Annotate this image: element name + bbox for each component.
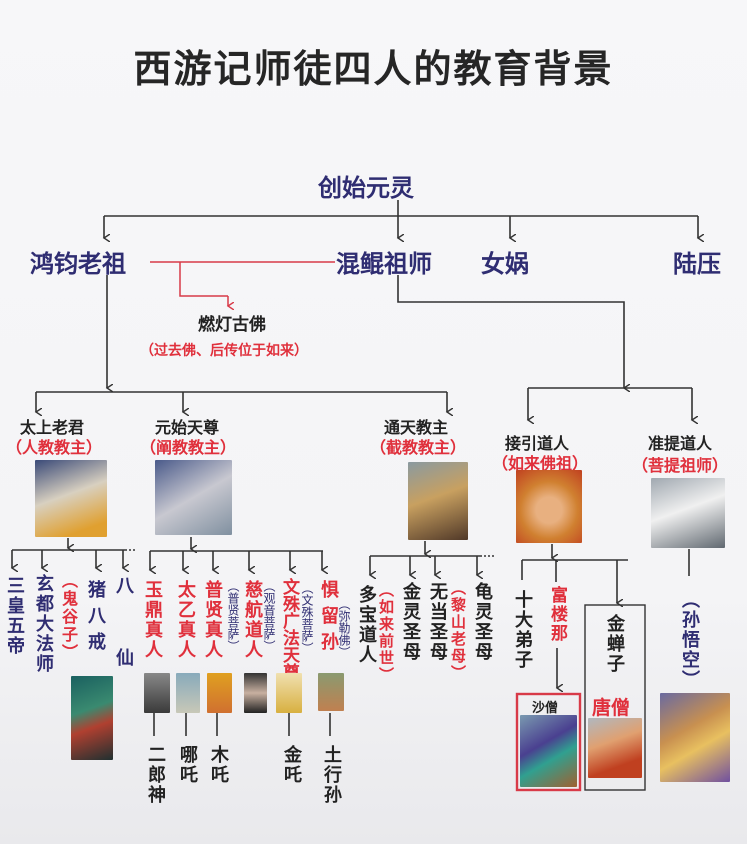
taishang-portrait xyxy=(35,460,107,537)
label-tangseng: 唐僧 xyxy=(592,697,631,719)
node-tongtian: 通天教主 xyxy=(384,418,449,437)
node-yuanshi: 元始天尊 xyxy=(155,418,220,437)
sunwukong-portrait xyxy=(660,693,730,782)
disciple-fulouna: 富楼那 xyxy=(547,586,567,643)
role-jieyin: （如来佛祖） xyxy=(492,454,589,473)
disciple-wudang: 无当圣母 xyxy=(427,582,448,662)
disciple-duobao: 多宝道人 xyxy=(356,585,377,665)
note-guanyin: （观音菩萨） xyxy=(262,580,276,652)
node-hunkun: 混鲲祖师 xyxy=(336,250,432,278)
disciple-cihang: 慈航道人 xyxy=(242,580,263,660)
student-erlangshen: 二郎神 xyxy=(145,745,166,805)
disciple-yuding: 玉鼎真人 xyxy=(142,580,163,660)
disciple-jinchanzi: 金蝉子 xyxy=(604,614,625,674)
tongtian-portrait xyxy=(408,462,468,540)
jieyin-portrait xyxy=(516,470,582,543)
wenshu-portrait xyxy=(276,673,302,713)
zhunti-portrait xyxy=(651,478,725,548)
student-nezha: 哪吒 xyxy=(177,745,198,785)
taiyi-portrait xyxy=(176,673,200,713)
disciple-sanhuang: 三皇五帝 xyxy=(4,576,25,656)
note-puxian: （普贤菩萨） xyxy=(226,580,240,652)
disciple-puxian: 普贤真人 xyxy=(202,580,223,660)
disciple-xuandu: 玄都大法师 xyxy=(33,574,54,674)
student-muzha: 木吒 xyxy=(208,745,229,785)
role-taishang: （人教教主） xyxy=(6,438,103,457)
note-wenshu: （文殊菩萨） xyxy=(300,582,314,654)
yuding-portrait xyxy=(144,673,170,713)
role-yuanshi: （阐教教主） xyxy=(140,438,237,457)
note-rulai-past: （如来前世） xyxy=(377,582,395,684)
yuanshi-portrait xyxy=(155,460,232,535)
disciple-jinling: 金灵圣母 xyxy=(400,582,421,662)
cihang-portrait xyxy=(244,673,267,713)
note-lishan: （黎山老母） xyxy=(449,580,467,682)
page-title: 西游记师徒四人的教育背景 xyxy=(133,47,614,91)
note-guiguzi: （鬼谷子） xyxy=(59,572,78,662)
disciple-juliusun: 惧留孙 xyxy=(318,580,339,658)
disciple-sunwukong: （孙悟空） xyxy=(679,590,700,690)
label-shaseng: 沙僧 xyxy=(532,701,559,716)
note-mile: （弥勒佛） xyxy=(337,598,351,658)
shaseng-portrait xyxy=(520,715,577,787)
role-zhunti: （菩提祖师） xyxy=(632,456,729,475)
tangseng-portrait xyxy=(588,718,642,778)
node-taishang: 太上老君 xyxy=(20,418,85,437)
node-hongjun: 鸿钧老祖 xyxy=(30,250,126,278)
student-tuxingsun: 土行孙 xyxy=(321,745,342,805)
disciple-xian: 仙 xyxy=(113,648,134,668)
juliusun-portrait xyxy=(318,673,344,711)
disciple-shida: 十大弟子 xyxy=(512,590,533,670)
disciple-guiling: 龟灵圣母 xyxy=(472,582,493,662)
disciple-ba: 八 xyxy=(113,576,134,596)
node-jieyin: 接引道人 xyxy=(505,434,570,453)
node-zhunti: 准提道人 xyxy=(648,434,713,453)
role-tongtian: （截教教主） xyxy=(370,438,467,457)
node-nuwa: 女娲 xyxy=(481,250,529,278)
node-luya: 陆压 xyxy=(673,250,721,278)
student-jinzha: 金吒 xyxy=(281,745,302,785)
disciple-zhubajie: 猪八戒 xyxy=(85,580,106,658)
node-root: 创始元灵 xyxy=(318,174,414,202)
node-randeng: 燃灯古佛 xyxy=(198,315,266,335)
zhubajie-portrait xyxy=(71,676,113,760)
randeng-note: （过去佛、后传位于如来） xyxy=(140,343,308,359)
disciple-wenshu: 文殊广法天尊 xyxy=(279,578,299,680)
disciple-taiyi: 太乙真人 xyxy=(175,580,196,660)
puxian-portrait xyxy=(207,673,232,713)
